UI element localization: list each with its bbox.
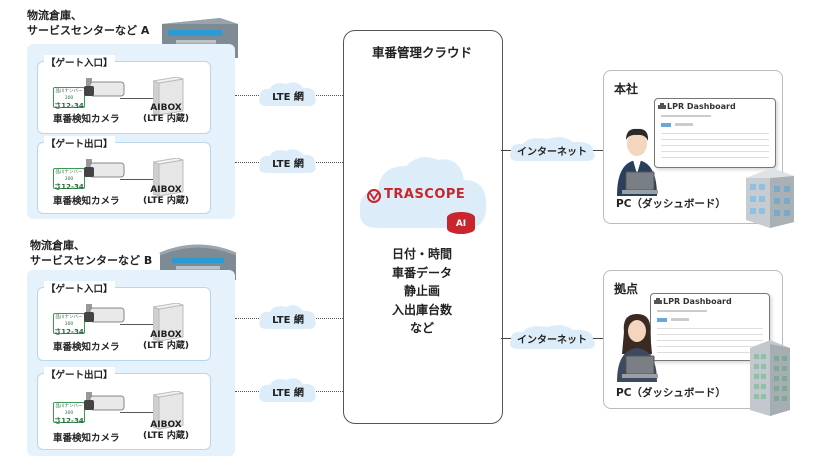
- lte-cloud-icon: [259, 305, 316, 329]
- aibox-label-line2: (LTE 内蔵): [143, 196, 189, 206]
- data-item-still-image: 静止画: [403, 284, 440, 298]
- aibox-label-line1: AIBOX: [150, 330, 182, 340]
- aibox-icon: [153, 391, 184, 430]
- site-a-title-line1: 物流倉庫、: [27, 9, 82, 22]
- internet-cloud-icon: [510, 137, 595, 161]
- aibox-label-line1: AIBOX: [150, 103, 182, 113]
- internet-label: インターネット: [517, 147, 587, 158]
- aibox-label-line2: (LTE 内蔵): [143, 431, 189, 441]
- site-a-title-line2: サービスセンターなど A: [27, 24, 150, 37]
- camera-label: 車番検知カメラ: [53, 433, 120, 444]
- aibox-label-line1: AIBOX: [150, 420, 182, 430]
- car-icon: [658, 103, 666, 109]
- dashboard-table-preview: [657, 310, 763, 353]
- dashboard-table-preview: [661, 115, 769, 158]
- camera-icon: [84, 78, 125, 97]
- site-b-title: 物流倉庫、 サービスセンターなど B: [30, 238, 152, 268]
- data-item-etc: など: [409, 321, 434, 335]
- lte-cloud-icon: [259, 378, 316, 402]
- plate-region: 品川ナンバー 300: [55, 89, 83, 101]
- branch-office-pc-label: PC（ダッシュボード）: [616, 387, 726, 399]
- site-b-gate-exit-label: 【ゲート出口】: [44, 367, 115, 381]
- plate-region: 品川ナンバー 300: [55, 170, 83, 182]
- camera-aibox-cable: [120, 324, 156, 325]
- data-item-vehicle-count: 入出庫台数: [391, 302, 452, 317]
- laptop-icon: [622, 355, 658, 378]
- trascope-logo-text: TRASCOPE: [384, 187, 466, 202]
- cloud-service-title: 車番管理クラウド: [371, 45, 472, 60]
- lte-network-label: LTE 網: [272, 388, 304, 399]
- site-a-title: 物流倉庫、 サービスセンターなど A: [27, 8, 149, 38]
- lte-cloud-icon: [259, 149, 316, 173]
- site-b-title-line1: 物流倉庫、: [30, 239, 85, 252]
- camera-aibox-cable: [120, 412, 156, 413]
- aibox-label: AIBOX(LTE 内蔵): [131, 330, 201, 352]
- plate-number: さ12-34: [54, 102, 84, 110]
- camera-icon: [84, 159, 125, 178]
- site-a-gate-entrance-label: 【ゲート入口】: [44, 55, 115, 69]
- dashboard-screen: LPR Dashboard: [654, 98, 776, 168]
- trascope-logo-icon: [367, 189, 381, 203]
- cloud-data-list: 日付・時間 車番データ 静止画 入出庫台数 など: [343, 245, 501, 338]
- plate-number: さ12-34: [54, 183, 84, 191]
- aibox-label-line2: (LTE 内蔵): [143, 341, 189, 351]
- camera-icon: [84, 392, 125, 411]
- data-item-plate-data: 車番データ: [391, 265, 452, 280]
- plate-number: さ12-34: [54, 417, 84, 425]
- office-building-icon: [746, 168, 794, 228]
- camera-label: 車番検知カメラ: [53, 114, 120, 125]
- aibox-label-line2: (LTE 内蔵): [143, 114, 189, 124]
- lte-network-label: LTE 網: [272, 315, 304, 326]
- cloud-icon: [359, 157, 487, 228]
- site-b-title-line2: サービスセンターなど B: [30, 254, 153, 267]
- camera-aibox-cable: [120, 98, 156, 99]
- aibox-icon: [153, 158, 184, 197]
- laptop-icon: [622, 171, 658, 194]
- internet-cloud-icon: [510, 325, 595, 349]
- aibox-label: AIBOX(LTE 内蔵): [131, 420, 201, 442]
- camera-aibox-cable: [120, 179, 156, 180]
- lte-cloud-icon: [259, 82, 316, 106]
- aibox-icon: [153, 303, 184, 342]
- camera-label: 車番検知カメラ: [53, 196, 120, 207]
- lte-network-label: LTE 網: [272, 159, 304, 170]
- head-office-title: 本社: [614, 82, 639, 96]
- site-a-gate-exit-label: 【ゲート出口】: [44, 136, 115, 150]
- aibox-icon: [153, 77, 184, 116]
- aibox-label: AIBOX(LTE 内蔵): [131, 185, 201, 207]
- dashboard-title: LPR Dashboard: [667, 102, 736, 111]
- camera-icon: [84, 304, 125, 323]
- car-icon: [654, 298, 662, 304]
- aibox-label: AIBOX(LTE 内蔵): [131, 103, 201, 125]
- head-office-pc-label: PC（ダッシュボード）: [616, 198, 726, 210]
- branch-office-title: 拠点: [614, 282, 639, 296]
- aibox-label-line1: AIBOX: [150, 185, 182, 195]
- plate-region: 品川ナンバー 300: [55, 315, 83, 327]
- branch-building-icon: [750, 340, 790, 416]
- data-item-datetime: 日付・時間: [391, 247, 452, 261]
- site-b-gate-entrance-label: 【ゲート入口】: [44, 281, 115, 295]
- ai-badge: AI: [447, 212, 475, 234]
- plate-number: さ12-34: [54, 328, 84, 336]
- camera-label: 車番検知カメラ: [53, 342, 120, 353]
- plate-region: 品川ナンバー 300: [55, 404, 83, 416]
- dashboard-title: LPR Dashboard: [663, 297, 732, 306]
- internet-label: インターネット: [517, 335, 587, 346]
- lte-network-label: LTE 網: [272, 92, 304, 103]
